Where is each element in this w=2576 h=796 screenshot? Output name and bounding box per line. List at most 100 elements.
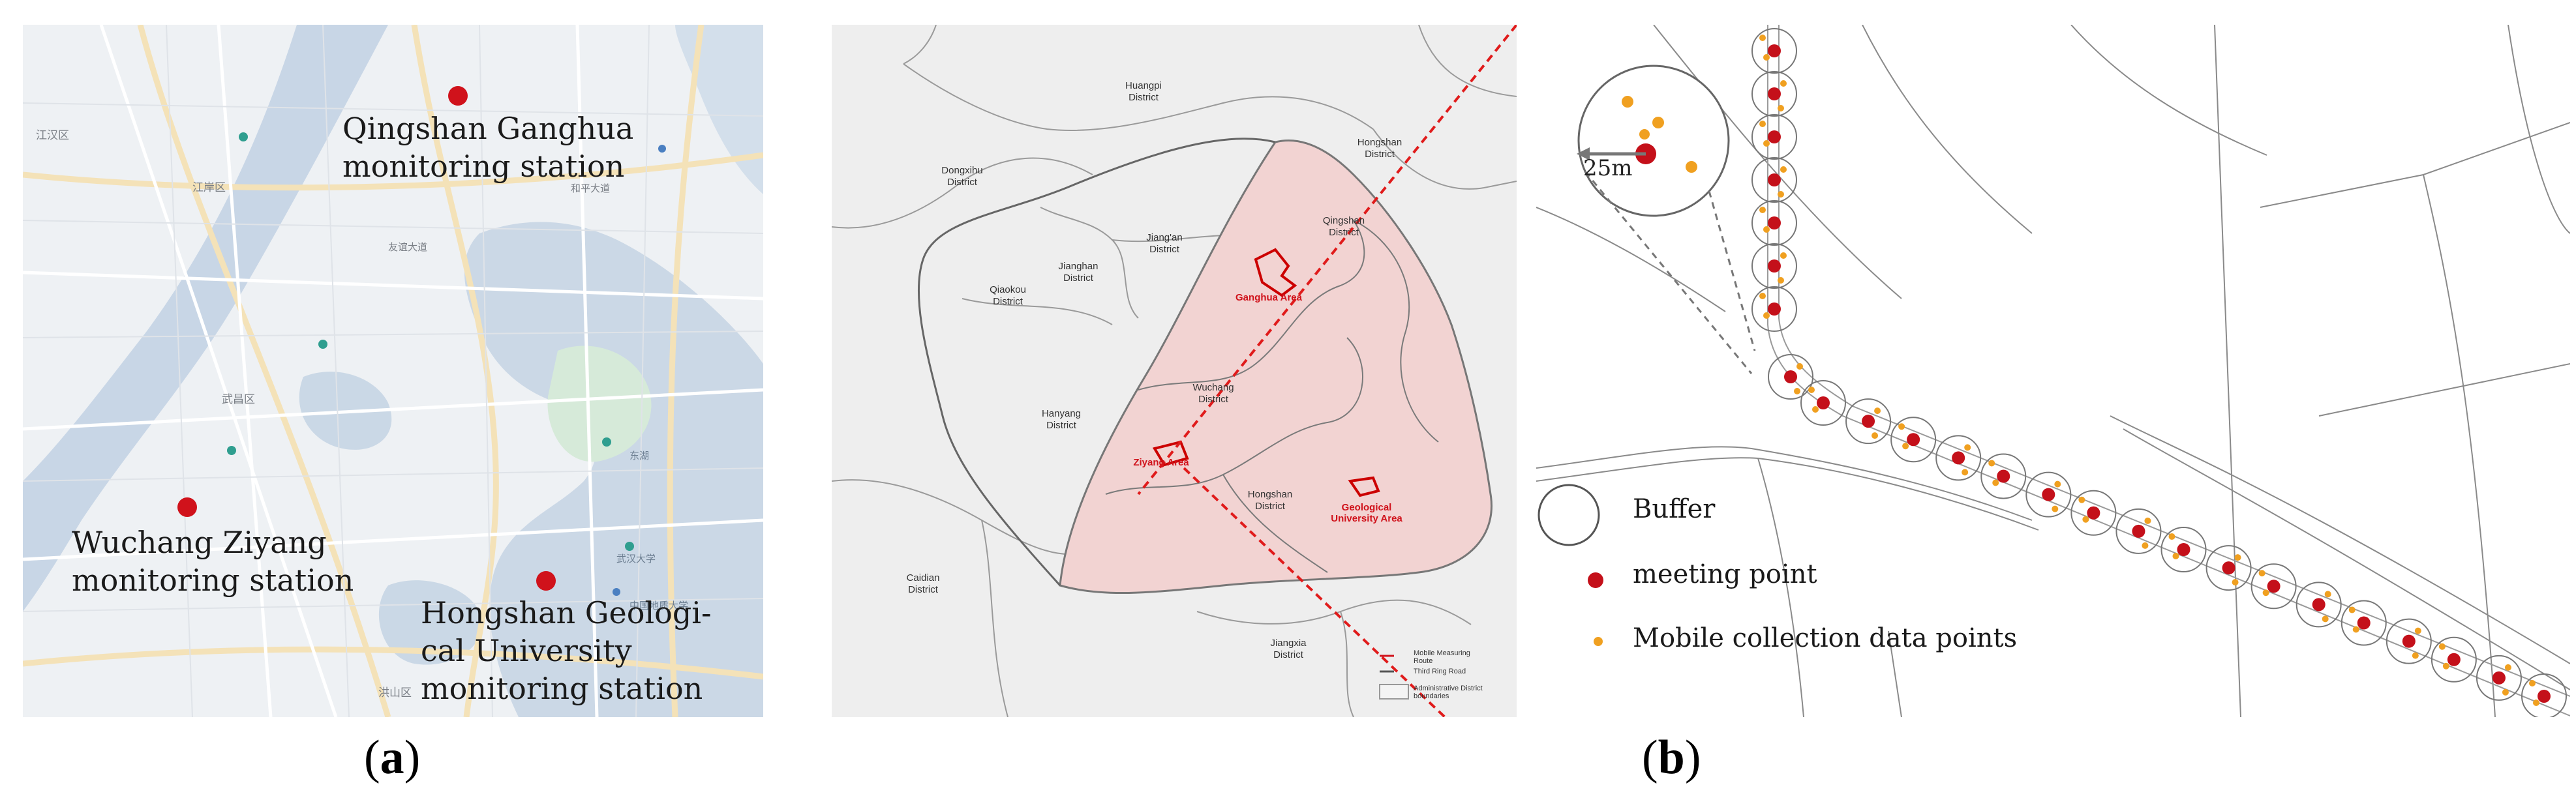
mobile-data-point bbox=[1759, 293, 1766, 299]
mobile-route bbox=[1137, 25, 1517, 495]
buffer-circle bbox=[1890, 417, 1937, 463]
meeting-point bbox=[2132, 524, 2145, 538]
mobile-data-point bbox=[2414, 627, 2421, 634]
buffer-circle bbox=[1935, 435, 1982, 481]
mobile-data-point bbox=[2258, 570, 2265, 577]
caption-b-letter: b bbox=[1658, 731, 1685, 784]
mobile-data-point bbox=[1780, 252, 1787, 259]
meeting-point bbox=[1784, 370, 1797, 383]
area-label-ganghua: Ganghua Area bbox=[1235, 292, 1302, 303]
mobile-data-point bbox=[2412, 652, 2419, 659]
mobile-data-point bbox=[1759, 207, 1766, 213]
mobile-data-point bbox=[2502, 688, 2509, 696]
buffer-circle bbox=[2296, 582, 2342, 628]
mobile-data-point bbox=[1874, 407, 1881, 415]
panel-a-map: 江汉区 江岸区 武昌区 洪山区 武汉大学 中国地质大学 东湖 和平大道 友谊大道… bbox=[23, 25, 763, 717]
meeting-point bbox=[1768, 216, 1781, 229]
district-caidian: Caidian District bbox=[906, 572, 940, 595]
meeting-point bbox=[1952, 451, 1965, 465]
buffer-circle bbox=[1768, 354, 1813, 400]
mobile-data-point bbox=[2142, 542, 2149, 549]
meeting-point bbox=[1768, 87, 1781, 100]
yangtze-river bbox=[23, 25, 388, 612]
geological-area-outline bbox=[1348, 476, 1380, 497]
meeting-point bbox=[1997, 469, 2010, 483]
legend-admin-boundary: Administrative District boundaries bbox=[1414, 685, 1483, 700]
mobile-route-2 bbox=[1183, 467, 1446, 717]
caption-b: (b) bbox=[1642, 731, 1701, 784]
district-hongshan-ne: Hongshan District bbox=[1357, 137, 1402, 160]
mobile-data-point bbox=[2052, 505, 2059, 512]
mobile-data-point bbox=[1898, 423, 1905, 430]
mobile-data-point bbox=[1962, 469, 1969, 476]
mobile-data-point bbox=[2232, 579, 2239, 586]
meeting-point bbox=[1768, 130, 1781, 143]
buffer-circle bbox=[2205, 545, 2252, 591]
station-label-qingshan: Qingshan Ganghua monitoring station bbox=[342, 111, 634, 184]
mobile-data-point bbox=[1759, 35, 1766, 41]
meeting-point bbox=[1768, 173, 1781, 186]
ziyang-area-outline bbox=[1152, 440, 1189, 467]
mobile-data-point bbox=[1780, 166, 1787, 173]
meeting-point bbox=[1907, 433, 1920, 447]
map-label-wuchang: 武昌区 bbox=[222, 393, 255, 405]
mobile-data-point bbox=[1794, 388, 1800, 394]
third-ring-road bbox=[917, 138, 1276, 587]
meeting-point bbox=[2538, 690, 2551, 703]
mobile-data-point bbox=[2144, 517, 2151, 524]
map-label-cug: 中国地质大学 bbox=[629, 600, 689, 612]
buffer-circle bbox=[2250, 563, 2297, 610]
mobile-data-point bbox=[1763, 312, 1770, 319]
district-qingshan: Qingshan District bbox=[1322, 215, 1365, 238]
station-marker-hongshan bbox=[536, 571, 556, 591]
station-marker-wuchang bbox=[177, 497, 197, 517]
mobile-data-point bbox=[1871, 432, 1879, 439]
meeting-point bbox=[2087, 506, 2100, 520]
meeting-point bbox=[2042, 488, 2055, 501]
mobile-data-point bbox=[1759, 121, 1766, 127]
mobile-data-point bbox=[2438, 643, 2446, 650]
district-wuchang: Wuchang District bbox=[1192, 382, 1234, 405]
buffer-circle bbox=[2115, 508, 2162, 554]
caption-a-letter: a bbox=[380, 731, 404, 784]
district-qiaokou: Qiaokou District bbox=[990, 284, 1026, 307]
map-label-heping: 和平大道 bbox=[571, 183, 611, 194]
buffer-circle bbox=[1751, 286, 1797, 332]
district-jiangxia: Jiangxia District bbox=[1270, 638, 1307, 660]
meeting-point bbox=[2357, 616, 2371, 630]
meeting-point bbox=[2267, 580, 2281, 593]
meeting-point bbox=[2312, 598, 2326, 612]
panel-b-buffer: 25m Buffer meeting point Mobile collecti… bbox=[1536, 25, 2570, 717]
east-lake-water bbox=[464, 222, 763, 717]
district-dongxihu: Dongxihu District bbox=[941, 165, 983, 188]
district-jiangan: Jiang'an District bbox=[1146, 232, 1183, 255]
mobile-data-point bbox=[2442, 662, 2449, 670]
panel-district-map: Huangpi District Dongxihu District Hongs… bbox=[832, 25, 1517, 717]
buffer-circle bbox=[1980, 453, 2027, 499]
mobile-data-point bbox=[1780, 80, 1787, 87]
mobile-data-point bbox=[2172, 553, 2179, 559]
map-label-hongshan: 洪山区 bbox=[378, 686, 412, 699]
buffer-circle bbox=[1751, 243, 1797, 289]
third-ring-area bbox=[1059, 139, 1493, 595]
map-label-youyi: 友谊大道 bbox=[388, 242, 428, 253]
buffer-circle bbox=[1751, 114, 1797, 160]
panel-a-basemap bbox=[23, 25, 763, 717]
district-huangpi: Huangpi District bbox=[1125, 80, 1162, 103]
park-green bbox=[547, 346, 652, 462]
mobile-data-point bbox=[1778, 191, 1784, 198]
station-label-hongshan: Hongshan Geologi- cal University monitor… bbox=[421, 595, 712, 706]
mobile-data-point bbox=[2324, 591, 2331, 598]
panel-b-diagram bbox=[1536, 25, 2570, 717]
buffer-circle bbox=[1751, 71, 1797, 117]
nanhu-lake bbox=[378, 580, 482, 665]
station-label-wuchang: Wuchang Ziyang monitoring station bbox=[72, 525, 354, 598]
meeting-point bbox=[1817, 396, 1830, 409]
district-basemap bbox=[832, 25, 1517, 717]
district-hanyang: Hanyang District bbox=[1041, 408, 1082, 431]
mobile-data-point bbox=[1763, 54, 1770, 61]
map-label-jianghan: 江汉区 bbox=[36, 129, 69, 141]
meeting-point bbox=[1768, 259, 1781, 273]
buffer-circle bbox=[1751, 28, 1797, 74]
meeting-point bbox=[1768, 302, 1781, 316]
